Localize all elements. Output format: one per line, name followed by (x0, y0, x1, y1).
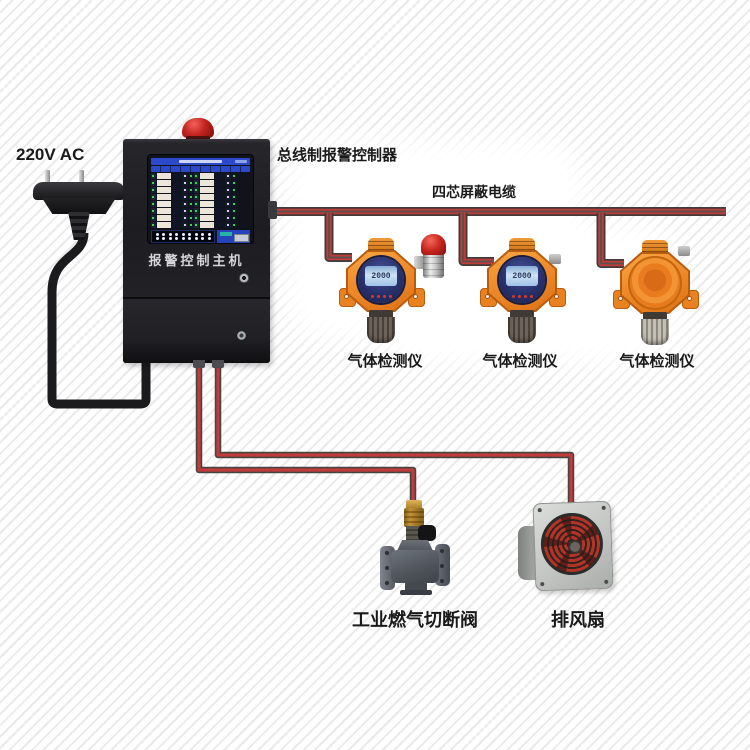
detector-label-3: 气体检测仪 (619, 353, 695, 370)
alarm-control-panel: 报警控制主机 (123, 139, 277, 368)
fan-hub (567, 539, 583, 555)
detector-label-2: 气体检测仪 (482, 353, 558, 370)
screw-icon (601, 505, 606, 510)
controller-title-label: 总线制报警控制器 (277, 147, 398, 164)
sensor-head (508, 317, 536, 343)
valve-wire (195, 360, 417, 503)
detector-beacon-icon (412, 234, 446, 280)
side-fitting (549, 254, 561, 264)
screw-icon (537, 508, 542, 513)
solenoid-coil (418, 525, 436, 541)
solenoid-coil-brass (404, 508, 424, 527)
screen-corner-button (217, 230, 250, 243)
detector-buttons (499, 295, 545, 298)
conduit-hub (642, 240, 668, 255)
exhaust-fan (518, 498, 614, 594)
conduit-hub (368, 238, 394, 253)
sensor-head (641, 319, 669, 345)
gas-detector-3 (613, 240, 699, 346)
fan-wire (214, 360, 575, 504)
lcd-value: 2000 (506, 266, 538, 286)
screen-led-panel (151, 230, 215, 243)
gas-shutoff-valve (380, 497, 452, 597)
power-label: 220V AC (16, 145, 85, 164)
valve-body (391, 550, 439, 583)
detector-buttons (358, 295, 404, 298)
screw-icon (540, 582, 545, 587)
side-fitting (678, 246, 690, 256)
wire-connector-stub (212, 360, 224, 368)
panel-logo-icon (239, 273, 249, 283)
keyhole-icon (237, 331, 246, 340)
power-plug (30, 168, 130, 243)
screen-titlebar (151, 158, 250, 165)
detector-label-1: 气体检测仪 (347, 353, 423, 370)
screen-header-row (151, 166, 250, 172)
plug-body (42, 198, 116, 214)
lcd-value: 2000 (365, 266, 397, 286)
detector-face (628, 256, 682, 310)
fan-frame (532, 500, 614, 592)
wire-connector-stub (193, 360, 205, 368)
fan-grille (539, 511, 604, 577)
solenoid-cap (406, 500, 422, 509)
bus-connector-stub (268, 201, 277, 219)
gas-detector-2: 2000 (480, 238, 566, 344)
plug-prong (45, 170, 50, 185)
gas-detector-1: 2000 (339, 234, 446, 344)
sensor-head (367, 317, 395, 343)
panel-door (123, 297, 270, 363)
plug-cap (33, 182, 125, 200)
plug-prong (79, 170, 84, 185)
screen-rows (151, 173, 250, 228)
detector-display-1: 2000 (358, 257, 404, 303)
detector-display-2: 2000 (499, 257, 545, 303)
panel-screen (148, 155, 253, 243)
screw-icon (604, 579, 609, 584)
plug-neck (68, 212, 90, 240)
conduit-hub (509, 238, 535, 253)
valve-label: 工业燃气切断阀 (352, 610, 478, 630)
fan-label: 排风扇 (551, 610, 605, 630)
panel-name-label: 报警控制主机 (148, 253, 245, 268)
bus-cable-label: 四芯屏蔽电缆 (432, 184, 516, 200)
